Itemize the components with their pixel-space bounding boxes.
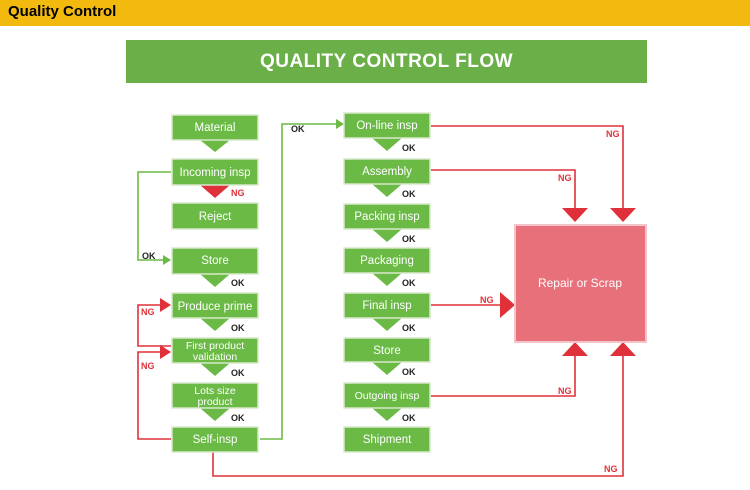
ok-label: OK [231, 278, 245, 288]
ok-label: OK [402, 278, 416, 288]
arrow-first [200, 363, 230, 376]
node-shipment: Shipment [343, 426, 431, 453]
arrow-outgoing [372, 408, 402, 421]
ng-label: NG [558, 386, 572, 396]
node-produce-prime: Produce prime [171, 292, 259, 319]
ok-label: OK [402, 234, 416, 244]
node-final-insp: Final insp [343, 292, 431, 319]
svg-text:First product: First product [186, 340, 244, 352]
flow-banner: QUALITY CONTROL FLOW [126, 40, 647, 83]
arrow-packaging [372, 273, 402, 286]
arrow-store2 [372, 362, 402, 375]
ng-arrow-online [610, 208, 636, 222]
svg-text:Outgoing insp: Outgoing insp [355, 390, 420, 402]
arrow-assembly [372, 184, 402, 197]
ng-line-outgoing [431, 356, 576, 397]
arrow-material [200, 140, 230, 152]
svg-text:Lots size: Lots size [194, 385, 236, 397]
arrow-produce [200, 318, 230, 331]
arrow-online [372, 138, 402, 151]
svg-text:Reject: Reject [199, 211, 232, 223]
ng-arrow-incoming [200, 185, 230, 198]
ng-arrow-first [160, 345, 171, 359]
svg-text:Incoming insp: Incoming insp [180, 167, 251, 179]
svg-text:Produce prime: Produce prime [178, 301, 253, 313]
svg-text:Store: Store [201, 255, 229, 267]
node-reject: Reject [171, 202, 259, 230]
ng-label: NG [558, 173, 572, 183]
svg-text:Repair or Scrap: Repair or Scrap [538, 276, 622, 290]
ok-label: OK [231, 413, 245, 423]
ng-line-online [431, 125, 624, 208]
ng-line-assembly [431, 169, 576, 208]
ng-label: NG [606, 129, 620, 139]
svg-text:product: product [197, 396, 232, 408]
node-repair-or-scrap: Repair or Scrap [514, 224, 647, 343]
ok-label: OK [402, 143, 416, 153]
ng-arrow-bottom [610, 342, 636, 356]
ng-line-self-bottom [212, 356, 624, 477]
ng-arrow-final [500, 292, 515, 318]
svg-text:Store: Store [373, 345, 401, 357]
arrow-lots [200, 408, 230, 421]
node-store-2: Store [343, 337, 431, 363]
ng-arrow-outgoing [562, 342, 588, 356]
node-online-insp: On-line insp [343, 112, 431, 139]
ng-arrow-produce [160, 298, 171, 312]
ok-connector-to-online [260, 123, 336, 440]
node-lots-size-product: Lots size product [171, 382, 259, 409]
svg-text:Final insp: Final insp [362, 300, 411, 312]
header-title: Quality Control [8, 3, 117, 20]
ok-label: OK [291, 124, 305, 134]
arrow-store1 [200, 274, 230, 287]
node-packing-insp: Packing insp [343, 203, 431, 230]
ng-label: NG [480, 295, 494, 305]
ng-loop-self-lots [137, 351, 171, 440]
ok-label: OK [402, 413, 416, 423]
ng-label: NG [231, 188, 245, 198]
node-store-1: Store [171, 247, 259, 275]
svg-text:Packaging: Packaging [360, 255, 414, 267]
arrow-final [372, 318, 402, 331]
ok-label: OK [402, 189, 416, 199]
svg-text:validation: validation [193, 351, 238, 363]
ng-label: NG [141, 307, 155, 317]
node-packaging: Packaging [343, 247, 431, 274]
svg-text:Self-insp: Self-insp [193, 434, 238, 446]
node-material: Material [171, 114, 259, 141]
ng-arrow-assembly [562, 208, 588, 222]
ok-label: OK [231, 323, 245, 333]
svg-text:On-line insp: On-line insp [356, 120, 417, 132]
ok-arrow-store [163, 255, 171, 265]
svg-text:Assembly: Assembly [362, 166, 412, 178]
ok-label: OK [402, 367, 416, 377]
node-self-insp: Self-insp [171, 426, 259, 453]
ng-label: NG [604, 464, 618, 474]
ng-loop-first-produce [137, 304, 171, 347]
flow-title: QUALITY CONTROL FLOW [259, 50, 514, 72]
svg-text:Packing insp: Packing insp [354, 211, 419, 223]
arrow-packinsp [372, 229, 402, 242]
ok-loop-incoming-store [137, 171, 171, 261]
ok-label: OK [402, 323, 416, 333]
header-bar: Quality Control [0, 0, 750, 26]
node-outgoing-insp: Outgoing insp [343, 382, 431, 409]
ok-label: OK [231, 368, 245, 378]
ng-label: NG [141, 361, 155, 371]
node-incoming-insp: Incoming insp [171, 158, 259, 186]
node-assembly: Assembly [343, 158, 431, 185]
ok-label: OK [142, 251, 156, 261]
svg-text:Material: Material [195, 122, 236, 134]
ok-arrow-online [336, 119, 344, 129]
svg-text:Shipment: Shipment [363, 434, 412, 446]
node-first-product-validation: First product validation [171, 337, 259, 364]
